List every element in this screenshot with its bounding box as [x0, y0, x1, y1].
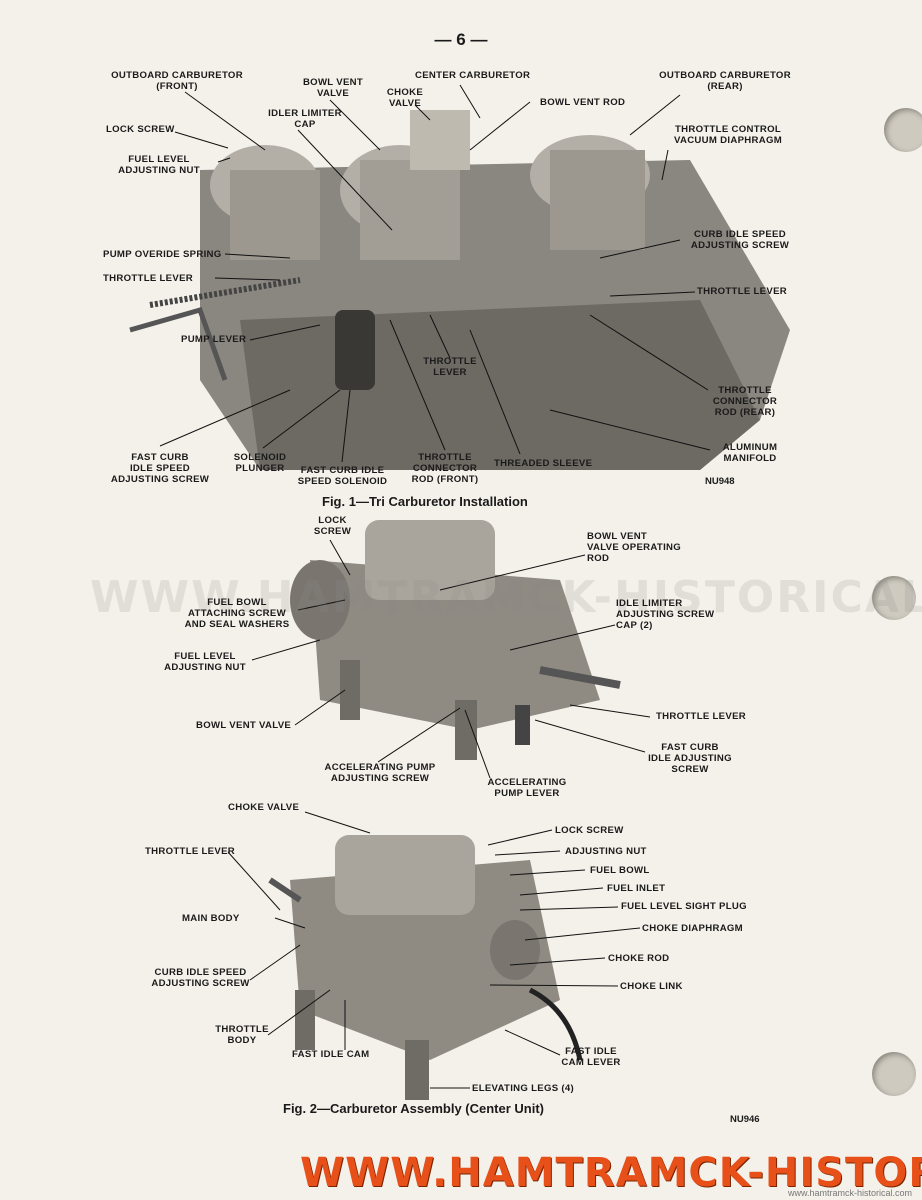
- label-threaded-sleeve: THREADED SLEEVE: [494, 458, 593, 469]
- label-2b-sight-plug: FUEL LEVEL SIGHT PLUG: [621, 901, 747, 912]
- label-2a-bowl-vent-op-rod: BOWL VENT VALVE OPERATING ROD: [587, 531, 682, 564]
- label-curb-idle: CURB IDLE SPEED ADJUSTING SCREW: [690, 229, 790, 251]
- label-throttle-conn-front: THROTTLE CONNECTOR ROD (FRONT): [411, 452, 479, 485]
- label-2b-choke-link: CHOKE LINK: [620, 981, 683, 992]
- label-choke-valve: CHOKE VALVE: [386, 87, 424, 109]
- watermark-small: www.hamtramck-historical.com: [787, 1188, 912, 1198]
- label-lock-screw: LOCK SCREW: [106, 124, 175, 135]
- label-2a-accel-pump-screw: ACCELERATING PUMP ADJUSTING SCREW: [324, 762, 436, 784]
- fig2a-illustration: [290, 520, 621, 760]
- label-2b-fuel-bowl: FUEL BOWL: [590, 865, 650, 876]
- label-2a-fast-curb: FAST CURB IDLE ADJUSTING SCREW: [648, 742, 732, 775]
- label-outboard-front: OUTBOARD CARBURETOR (FRONT): [111, 70, 243, 92]
- label-2b-adjusting-nut: ADJUSTING NUT: [565, 846, 647, 857]
- fig2-code: NU946: [730, 1114, 760, 1125]
- label-2b-elevating-legs: ELEVATING LEGS (4): [472, 1083, 575, 1094]
- label-2a-idle-limiter: IDLE LIMITER ADJUSTING SCREW CAP (2): [616, 598, 715, 631]
- label-aluminum-manifold: ALUMINUM MANIFOLD: [722, 442, 778, 464]
- label-throttle-control: THROTTLE CONTROL VACUUM DIAPHRAGM: [673, 124, 783, 146]
- label-2b-fast-idle-cam: FAST IDLE CAM: [292, 1049, 370, 1060]
- label-2b-curb-idle: CURB IDLE SPEED ADJUSTING SCREW: [151, 967, 250, 989]
- fig1-illustration: [129, 110, 790, 470]
- label-solenoid-plunger: SOLENOID PLUNGER: [233, 452, 287, 474]
- label-2b-throttle-lever: THROTTLE LEVER: [145, 846, 236, 857]
- fig2a-leader-lines: [251, 539, 651, 779]
- label-throttle-conn-rear: THROTTLE CONNECTOR ROD (REAR): [712, 385, 778, 418]
- label-2b-choke-valve: CHOKE VALVE: [228, 802, 300, 813]
- fig1-leader-lines: [159, 84, 711, 463]
- label-2b-lock-screw: LOCK SCREW: [555, 825, 624, 836]
- label-2b-fuel-inlet: FUEL INLET: [607, 883, 666, 894]
- watermark: WWW.HAMTRAMCK-HISTORICAL.COM: [90, 572, 922, 623]
- fig1-caption: Fig. 1—Tri Carburetor Installation: [322, 494, 528, 509]
- binder-hole-middle: [872, 576, 916, 620]
- label-idler-limiter-cap: IDLER LIMITER CAP: [268, 108, 342, 130]
- label-center-carb: CENTER CARBURETOR: [415, 70, 531, 81]
- label-bowl-vent-valve: BOWL VENT VALVE: [302, 77, 364, 99]
- page-number: — 6 —: [434, 30, 488, 49]
- fig1-code: NU948: [705, 476, 735, 487]
- label-fast-curb: FAST CURB IDLE SPEED ADJUSTING SCREW: [110, 452, 210, 485]
- label-2b-choke-rod: CHOKE ROD: [608, 953, 670, 964]
- binder-hole-bottom: [872, 1052, 916, 1096]
- label-throttle-lever-center: THROTTLE LEVER: [423, 356, 477, 378]
- fig2b-illustration: [268, 835, 583, 1100]
- label-outboard-rear: OUTBOARD CARBURETOR (REAR): [659, 70, 791, 92]
- label-pump-override: PUMP OVERIDE SPRING: [103, 249, 222, 260]
- label-2a-fuel-bowl-screw: FUEL BOWL ATTACHING SCREW AND SEAL WASHE…: [184, 597, 290, 630]
- label-2b-fast-idle-cam-lever: FAST IDLE CAM LEVER: [561, 1046, 621, 1068]
- label-2b-choke-diaphragm: CHOKE DIAPHRAGM: [642, 923, 743, 934]
- label-bowl-vent-rod: BOWL VENT ROD: [540, 97, 626, 108]
- label-fuel-level-nut: FUEL LEVEL ADJUSTING NUT: [118, 154, 200, 176]
- label-2a-throttle-lever: THROTTLE LEVER: [656, 711, 747, 722]
- label-2a-lock-screw: LOCK SCREW: [313, 515, 352, 537]
- watermark-bottom: WWW.HAMTRAMCK-HISTORICAL.COM: [300, 1150, 922, 1196]
- label-pump-lever: PUMP LEVER: [181, 334, 247, 345]
- label-fast-curb-solenoid: FAST CURB IDLE SPEED SOLENOID: [297, 465, 388, 487]
- label-2a-accel-pump-lever: ACCELERATING PUMP LEVER: [487, 777, 567, 799]
- label-2a-fuel-level-nut: FUEL LEVEL ADJUSTING NUT: [164, 651, 246, 673]
- fig2-caption: Fig. 2—Carburetor Assembly (Center Unit): [283, 1101, 545, 1116]
- fig2b-leader-lines: [227, 811, 641, 1089]
- label-throttle-lever-left: THROTTLE LEVER: [103, 273, 194, 284]
- label-2b-main-body: MAIN BODY: [182, 913, 240, 924]
- label-throttle-lever-right: THROTTLE LEVER: [697, 286, 788, 297]
- label-2b-throttle-body: THROTTLE BODY: [215, 1024, 269, 1046]
- binder-hole-top: [884, 108, 922, 152]
- label-2a-bowl-vent-valve: BOWL VENT VALVE: [196, 720, 292, 731]
